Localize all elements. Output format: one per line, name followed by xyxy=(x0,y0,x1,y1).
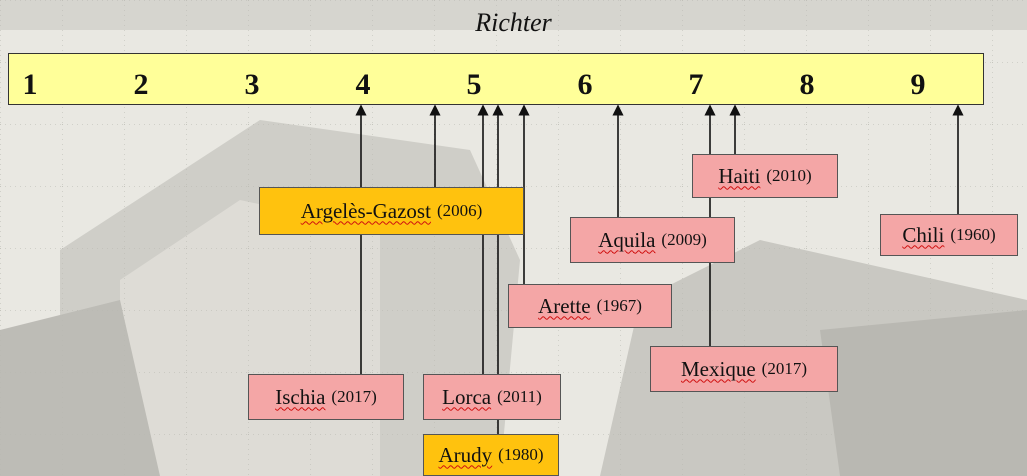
event-name: Arudy xyxy=(438,442,493,467)
event-year: (2017) xyxy=(331,387,377,406)
scale-title: Richter xyxy=(475,8,552,37)
event-year: (1980) xyxy=(498,445,544,464)
event-label-chili: Chili (1960) xyxy=(880,214,1018,256)
scale-tick-4: 4 xyxy=(355,68,371,101)
scale-tick-9: 9 xyxy=(910,68,926,101)
event-label-arette: Arette (1967) xyxy=(508,284,672,328)
scale-tick-2: 2 xyxy=(133,68,149,101)
event-year: (1967) xyxy=(596,296,642,315)
scale-tick-7: 7 xyxy=(688,68,704,101)
event-name: Mexique xyxy=(681,356,756,381)
event-name: Chili xyxy=(902,222,945,247)
event-label-lorca: Lorca (2011) xyxy=(423,374,561,420)
event-name: Argelès-Gazost xyxy=(300,198,431,223)
event-label-haiti: Haiti (2010) xyxy=(692,154,838,198)
event-year: (2011) xyxy=(497,387,542,406)
scale-tick-5: 5 xyxy=(466,68,482,101)
event-year: (2017) xyxy=(761,359,807,378)
event-name: Ischia xyxy=(275,384,326,409)
event-name: Arette xyxy=(538,293,591,318)
event-name: Haiti xyxy=(718,163,761,188)
event-label-argel-s-gazost: Argelès-Gazost (2006) xyxy=(259,187,524,235)
event-label-mexique: Mexique (2017) xyxy=(650,346,838,392)
event-year: (2009) xyxy=(661,230,707,249)
scale-tick-3: 3 xyxy=(244,68,260,101)
event-label-arudy: Arudy (1980) xyxy=(423,434,559,476)
event-year: (2006) xyxy=(436,201,483,220)
event-label-ischia: Ischia (2017) xyxy=(248,374,404,420)
scale-tick-8: 8 xyxy=(799,68,815,101)
event-year: (2010) xyxy=(766,166,812,185)
event-name: Lorca xyxy=(442,384,492,409)
event-year: (1960) xyxy=(950,225,996,244)
event-name: Aquila xyxy=(598,227,656,252)
scale-tick-6: 6 xyxy=(577,68,593,101)
scale-tick-1: 1 xyxy=(22,68,38,101)
event-label-aquila: Aquila (2009) xyxy=(570,217,735,263)
